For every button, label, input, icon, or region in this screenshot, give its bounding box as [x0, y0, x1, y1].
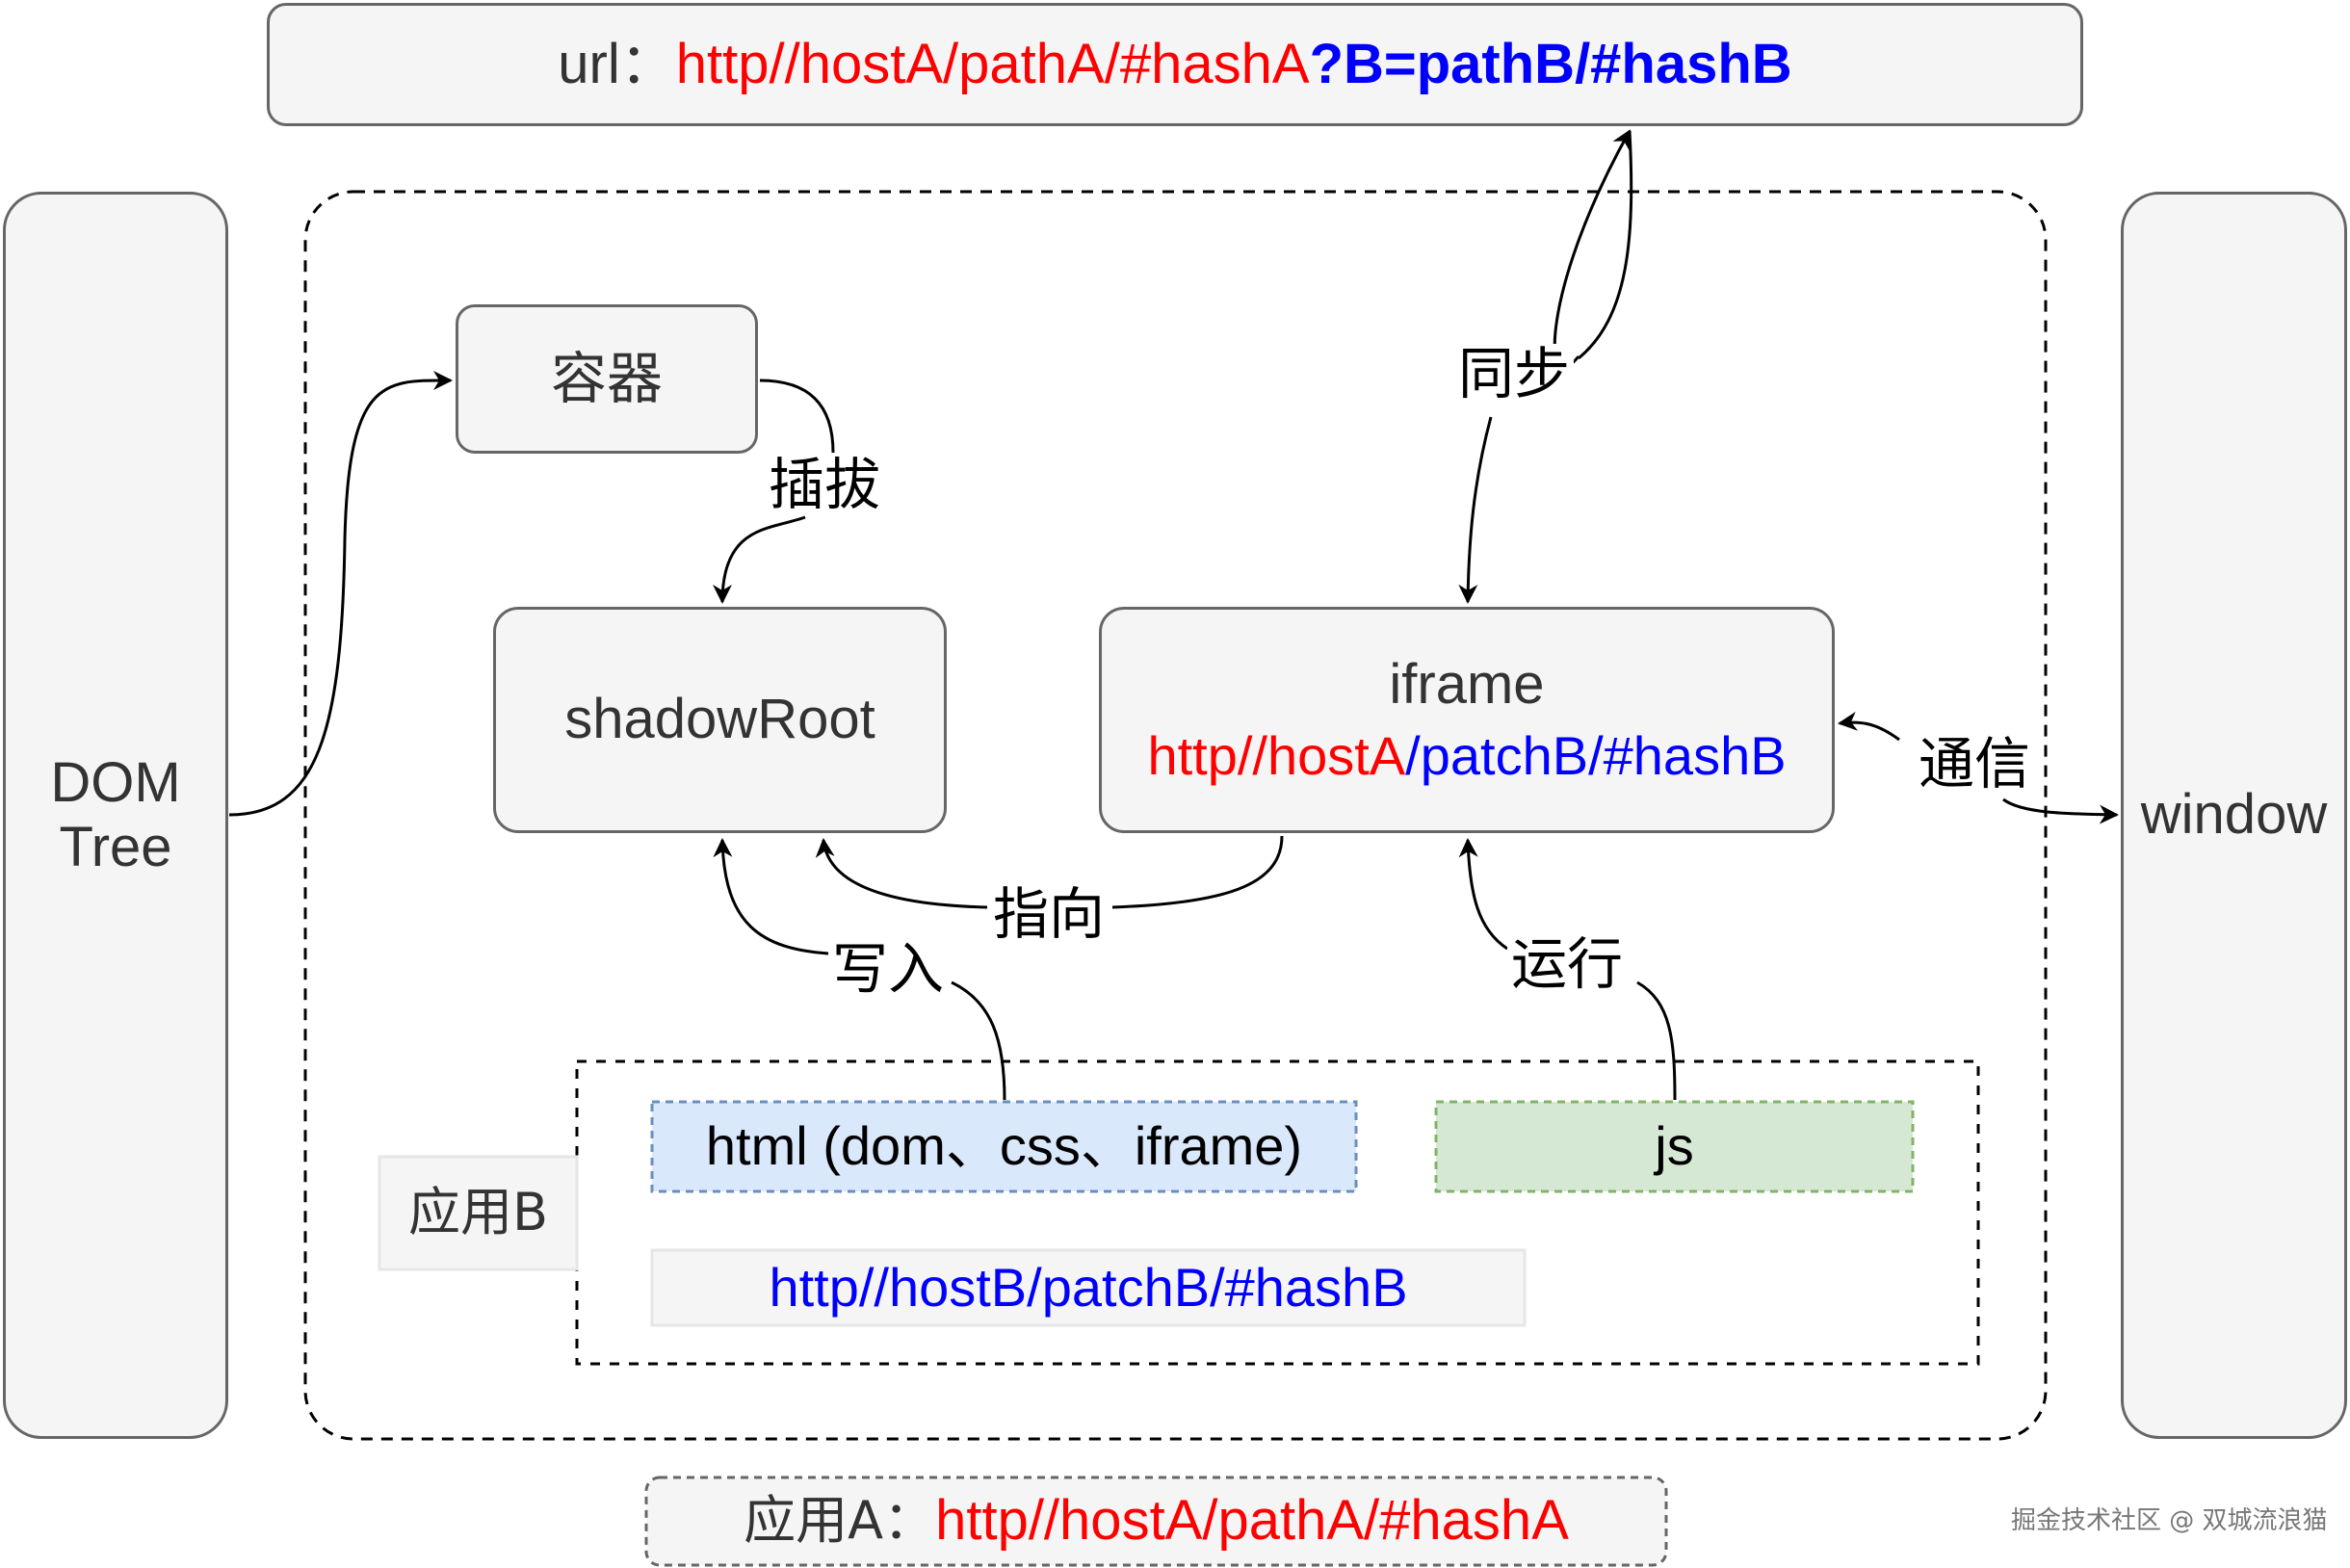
window-node: window	[2121, 192, 2347, 1439]
edge-label-plug: 插拔	[765, 455, 885, 514]
app-a-box-shape	[644, 1476, 1668, 1567]
dom-tree-label-line2: Tree	[59, 815, 172, 878]
edge-label-write: 写入	[828, 939, 949, 999]
app-a-url: http//hostA/pathA/#hashA	[935, 1489, 1569, 1553]
edge-iframe-window	[1838, 711, 1900, 742]
iframe-url-host: http//hostA	[1147, 724, 1406, 786]
url-bar: url： http//hostA/pathA/#hashA ?B=pathB/#…	[267, 3, 2083, 126]
iframe-node: iframe http//hostA/patchB/#hashB	[1099, 607, 1835, 833]
edge-iframe-to-shadowroot	[1111, 835, 1284, 909]
url-host-part: http//hostA/pathA/#hashA	[675, 32, 1310, 95]
edge-container-to-shadowroot	[759, 379, 835, 454]
edge-js-to-iframe	[1636, 980, 1677, 1101]
host-b-url-box: http//hostB/patchB/#hashB	[769, 1256, 1408, 1318]
app-a-container	[303, 190, 2048, 1441]
app-a-label: 应用A：	[744, 1490, 936, 1552]
container-node: 容器	[456, 304, 758, 454]
window-label: window	[2140, 783, 2328, 847]
iframe-title: iframe	[1389, 652, 1545, 716]
edge-iframe-url-sync	[1553, 129, 1632, 369]
app-b-label: 应用B	[407, 1182, 549, 1243]
edge-label-communicate: 通信	[1915, 734, 2035, 794]
dom-tree-label-line1: DOM	[50, 750, 181, 814]
url-prefix: url：	[558, 32, 676, 95]
html-box-shape	[650, 1100, 1358, 1193]
url-query-part: ?B=pathB/#hashB	[1309, 32, 1792, 95]
host-b-box-shape	[650, 1248, 1527, 1327]
edge-dom-to-container	[228, 370, 453, 817]
dom-tree-node: DOM Tree	[3, 192, 228, 1439]
shadow-root-label: shadowRoot	[564, 688, 875, 751]
app-b-label-shape	[378, 1155, 579, 1271]
app-a-box: 应用A： http//hostA/pathA/#hashA	[646, 1477, 1666, 1565]
js-box: js	[1655, 1115, 1694, 1177]
edge-html-to-shadowroot	[951, 980, 1006, 1101]
container-label: 容器	[550, 346, 663, 412]
js-box-shape	[1434, 1100, 1915, 1193]
edge-label-run: 运行	[1507, 934, 1628, 994]
iframe-url-path: /patchB/#hashB	[1405, 724, 1787, 786]
shadow-root-node: shadowRoot	[493, 607, 947, 833]
html-box: html (dom、css、iframe)	[705, 1115, 1303, 1177]
edge-label-point-to: 指向	[989, 884, 1110, 944]
watermark: 掘金技术社区 @ 双城流浪猫	[2011, 1506, 2328, 1535]
edge-label-sync: 同步	[1454, 344, 1575, 404]
